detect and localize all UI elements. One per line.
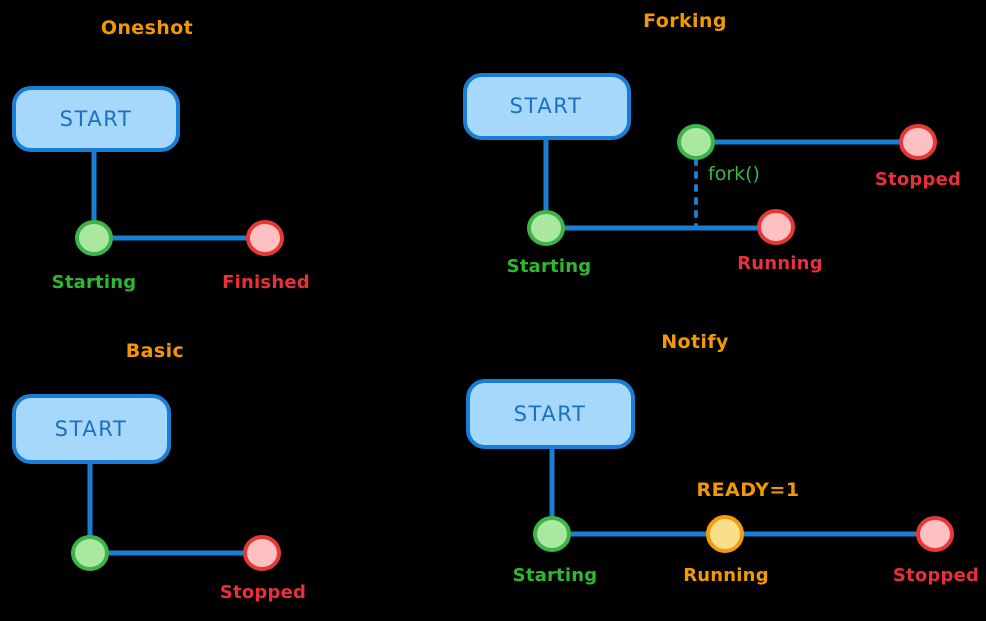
start-box-shape-forking <box>463 73 631 140</box>
node-shape-forking-running <box>757 209 795 245</box>
node-shape-forking-starting <box>527 210 565 246</box>
node-oneshot-starting[interactable] <box>75 220 113 256</box>
node-forking-fork-child[interactable] <box>677 124 715 160</box>
node-label-notify-running: Running <box>683 565 769 586</box>
node-shape-forking-stopped <box>899 124 937 160</box>
node-forking-stopped[interactable] <box>899 124 937 160</box>
node-shape-notify-running <box>706 515 744 553</box>
node-label-oneshot-finished: Finished <box>222 272 310 293</box>
start-box-label-notify: START <box>514 402 587 426</box>
start-box-shape-oneshot <box>12 86 180 152</box>
node-label-notify-stopped: Stopped <box>893 565 979 586</box>
node-basic-stopped[interactable] <box>243 535 281 571</box>
node-label-forking-running: Running <box>737 253 823 274</box>
node-notify-running[interactable] <box>706 515 744 553</box>
panel-title-basic: Basic <box>126 340 184 362</box>
panel-title-notify: Notify <box>661 331 729 353</box>
node-label-basic-stopped: Stopped <box>220 582 306 603</box>
node-basic-starting[interactable] <box>71 535 109 571</box>
start-box-notify[interactable]: START <box>466 379 635 449</box>
node-shape-basic-starting <box>71 535 109 571</box>
start-box-shape-basic <box>12 394 171 464</box>
start-box-label-basic: START <box>55 417 128 441</box>
start-box-label-oneshot: START <box>60 107 133 131</box>
node-forking-running[interactable] <box>757 209 795 245</box>
node-label-oneshot-starting: Starting <box>52 272 137 293</box>
node-oneshot-finished[interactable] <box>246 220 284 256</box>
node-shape-notify-starting <box>533 516 571 552</box>
node-label-notify-starting: Starting <box>513 565 598 586</box>
node-forking-starting[interactable] <box>527 210 565 246</box>
node-label-forking-starting: Starting <box>507 256 592 277</box>
start-box-label-forking: START <box>510 94 583 118</box>
panel-title-oneshot: Oneshot <box>101 17 193 39</box>
node-shape-oneshot-starting <box>75 220 113 256</box>
annotation-notify-ready-env: READY=1 <box>696 479 799 501</box>
annotation-forking-fork-call: fork() <box>708 163 760 185</box>
node-shape-basic-stopped <box>243 535 281 571</box>
node-shape-notify-stopped <box>916 516 954 552</box>
node-label-forking-stopped: Stopped <box>875 169 961 190</box>
panel-title-forking: Forking <box>643 10 727 32</box>
start-box-oneshot[interactable]: START <box>12 86 180 152</box>
node-notify-starting[interactable] <box>533 516 571 552</box>
node-shape-forking-fork-child <box>677 124 715 160</box>
start-box-shape-notify <box>466 379 635 449</box>
node-notify-stopped[interactable] <box>916 516 954 552</box>
start-box-forking[interactable]: START <box>463 73 631 140</box>
node-shape-oneshot-finished <box>246 220 284 256</box>
start-box-basic[interactable]: START <box>12 394 171 464</box>
